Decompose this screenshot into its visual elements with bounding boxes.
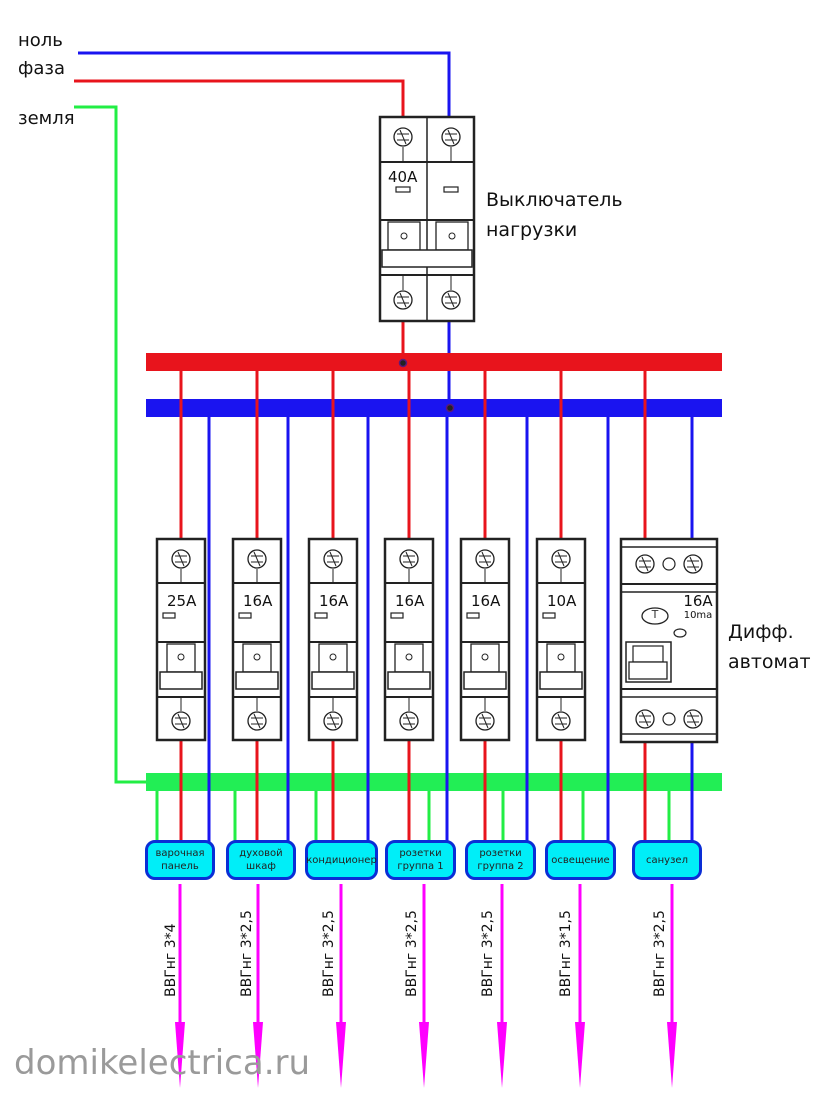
screw-slot <box>689 711 697 727</box>
screw-slot <box>399 129 407 145</box>
indicator-slot <box>314 612 328 619</box>
main-switch-label-line1: Выключатель <box>486 189 623 211</box>
incoming-phase-wire <box>74 79 405 125</box>
indicator-slot <box>395 186 411 193</box>
cable-arrow-icon <box>575 1022 585 1088</box>
main-switch-label-line2: нагрузки <box>486 219 578 241</box>
incoming-neutral-wire <box>78 51 451 125</box>
ground-busbar <box>146 773 722 791</box>
neutral-busbar <box>146 399 722 417</box>
breaker-handle-bar <box>159 671 203 690</box>
rcd-handle <box>628 661 668 680</box>
screw-slot <box>447 129 455 145</box>
cable-label: ВВГнг 3*2,5 <box>321 910 337 997</box>
breaker-rating: 10A <box>547 592 577 610</box>
cable-label: ВВГнг 3*2,5 <box>239 910 255 997</box>
bus-connection-dot <box>445 403 455 413</box>
breaker-handle-bar <box>539 671 583 690</box>
screw-slot <box>405 551 413 567</box>
rcd-leakage: 10ma <box>683 610 713 621</box>
rcd-indicator <box>673 628 687 638</box>
indicator-slot <box>390 612 404 619</box>
cable-arrow-icon <box>253 1022 263 1088</box>
rcd-rating: 16A <box>683 592 713 610</box>
cable-arrow-icon <box>175 1022 185 1088</box>
toggle-dot <box>481 653 489 661</box>
rcd-label-line1: Дифф. <box>728 621 794 643</box>
toggle-dot <box>253 653 261 661</box>
breaker-rating: 16A <box>243 592 273 610</box>
screw-slot <box>177 713 185 729</box>
load-box: розетки группа 1 <box>385 840 456 880</box>
breaker-handle-bar <box>463 671 507 690</box>
load-box: духовой шкаф <box>226 840 296 880</box>
screw-slot <box>481 551 489 567</box>
breaker-handle-bar <box>311 671 355 690</box>
main-switch-handle-bar <box>381 249 473 268</box>
phase-busbar <box>146 353 722 371</box>
load-box: варочная панель <box>145 840 215 880</box>
rcd-hole <box>662 557 676 571</box>
load-box: санузел <box>632 840 702 880</box>
screw-slot <box>641 556 649 572</box>
indicator-slot <box>443 186 459 193</box>
toggle-dot <box>400 232 408 240</box>
ground-label: земля <box>18 108 75 129</box>
toggle-dot <box>557 653 565 661</box>
screw-slot <box>405 713 413 729</box>
cable-label: ВВГнг 3*2,5 <box>480 910 496 997</box>
load-box: розетки группа 2 <box>465 840 536 880</box>
cable-label: ВВГнг 3*2,5 <box>652 910 668 997</box>
cable-label: ВВГнг 3*4 <box>163 923 179 997</box>
load-box: кондиционер <box>305 840 378 880</box>
rcd-toggle-window <box>632 645 664 663</box>
breaker-rating: 16A <box>319 592 349 610</box>
breaker-rating: 16A <box>471 592 501 610</box>
toggle-dot <box>405 653 413 661</box>
breaker-rating: 25A <box>167 592 197 610</box>
rcd-body <box>619 537 719 744</box>
screw-slot <box>447 292 455 308</box>
screw-slot <box>329 551 337 567</box>
cable-label: ВВГнг 3*1,5 <box>558 910 574 997</box>
breaker-handle-bar <box>235 671 279 690</box>
screw-slot <box>177 551 185 567</box>
screw-slot <box>557 551 565 567</box>
incoming-ground-wire <box>74 105 150 784</box>
watermark: domikelectrica.ru <box>14 1043 311 1083</box>
toggle-dot <box>329 653 337 661</box>
phase-label: фаза <box>18 58 66 79</box>
cable-arrow-icon <box>667 1022 677 1088</box>
screw-slot <box>481 713 489 729</box>
toggle-dot <box>448 232 456 240</box>
load-box: освещение <box>545 840 616 880</box>
indicator-slot <box>542 612 556 619</box>
indicator-slot <box>162 612 176 619</box>
breaker-handle-bar <box>387 671 431 690</box>
cable-label: ВВГнг 3*2,5 <box>404 910 420 997</box>
rcd-label-line2: автомат <box>728 651 811 673</box>
cable-arrow-icon <box>419 1022 429 1088</box>
screw-slot <box>253 551 261 567</box>
screw-slot <box>253 713 261 729</box>
screw-slot <box>329 713 337 729</box>
indicator-slot <box>466 612 480 619</box>
bus-connection-dot <box>398 358 408 368</box>
rcd-hole <box>662 712 676 726</box>
toggle-dot <box>177 653 185 661</box>
rcd-test-button-icon <box>641 607 669 625</box>
breaker-rating: 16A <box>395 592 425 610</box>
screw-slot <box>557 713 565 729</box>
neutral-label: ноль <box>18 30 63 51</box>
cable-arrow-icon <box>497 1022 507 1088</box>
rcd-test-button-label: T <box>651 608 659 621</box>
cable-arrow-icon <box>336 1022 346 1088</box>
main-switch-rating: 40A <box>388 168 418 186</box>
screw-slot <box>399 292 407 308</box>
indicator-slot <box>238 612 252 619</box>
screw-slot <box>689 556 697 572</box>
screw-slot <box>641 711 649 727</box>
